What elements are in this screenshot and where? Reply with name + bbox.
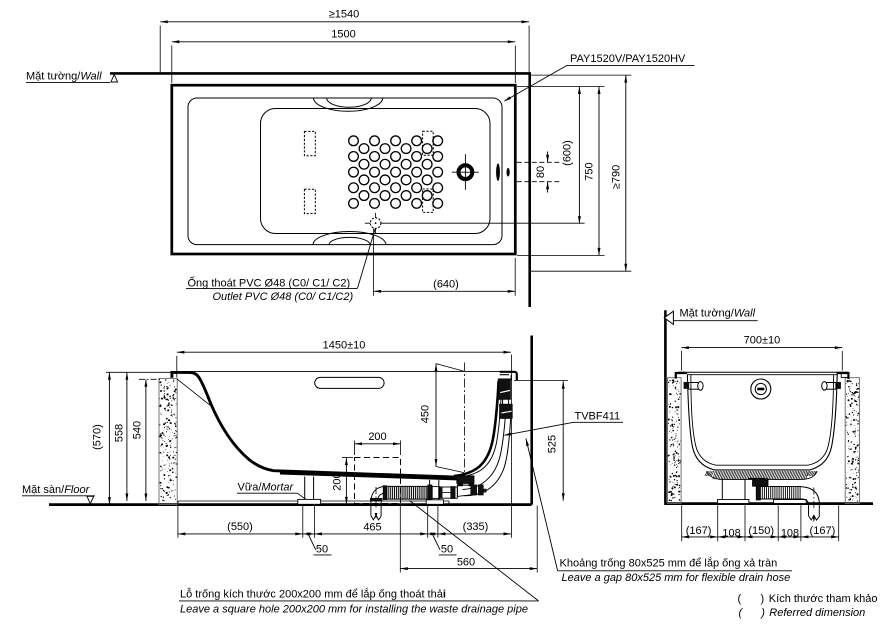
svg-text:Vữa/Mortar: Vữa/Mortar bbox=[238, 481, 295, 493]
svg-text:(570): (570) bbox=[92, 424, 104, 450]
svg-text:(335): (335) bbox=[463, 521, 489, 533]
svg-text:1450±10: 1450±10 bbox=[323, 339, 366, 351]
svg-text:Mặt tường/Wall: Mặt tường/Wall bbox=[680, 307, 756, 319]
svg-text:50: 50 bbox=[316, 544, 328, 556]
svg-text:700±10: 700±10 bbox=[744, 335, 781, 347]
svg-text:Lỗ trống kích thước 200x200 mm: Lỗ trống kích thước 200x200 mm để lắp ốn… bbox=[180, 587, 446, 600]
svg-text:(600): (600) bbox=[562, 140, 574, 166]
svg-text:): ) bbox=[759, 607, 765, 619]
svg-text:(167): (167) bbox=[810, 525, 836, 537]
svg-text:Mặt tường/Wall: Mặt tường/Wall bbox=[26, 70, 102, 82]
svg-text:1500: 1500 bbox=[331, 29, 355, 41]
svg-text:525: 525 bbox=[547, 435, 559, 453]
svg-text:Khoảng trống 80x525 mm để lắp: Khoảng trống 80x525 mm để lắp ống xả trà… bbox=[560, 556, 778, 569]
svg-text:200: 200 bbox=[332, 472, 344, 490]
svg-text:Ống thoát PVC Ø48 (C0/ C1/ C2): Ống thoát PVC Ø48 (C0/ C1/ C2) bbox=[188, 275, 351, 289]
svg-text:): ) bbox=[761, 593, 765, 605]
svg-text:80: 80 bbox=[535, 166, 547, 178]
svg-text:108: 108 bbox=[781, 527, 799, 539]
svg-text:Kích thước tham khảo: Kích thước tham khảo bbox=[769, 593, 878, 605]
svg-text:560: 560 bbox=[457, 556, 475, 568]
svg-text:(550): (550) bbox=[227, 521, 253, 533]
svg-text:Mặt sàn/Floor: Mặt sàn/Floor bbox=[22, 484, 91, 496]
svg-text:Outlet PVC Ø48 (C0/ C1/C2): Outlet PVC Ø48 (C0/ C1/C2) bbox=[213, 291, 354, 303]
svg-text:50: 50 bbox=[441, 544, 453, 556]
svg-text:Leave a square hole 200x200 m: Leave a square hole 200x200 mm for insta… bbox=[180, 603, 528, 615]
svg-text:(167): (167) bbox=[686, 525, 712, 537]
svg-text:(640): (640) bbox=[433, 279, 459, 291]
svg-text:PAY1520V/PAY1520HV: PAY1520V/PAY1520HV bbox=[570, 53, 686, 65]
svg-text:(: ( bbox=[739, 607, 744, 619]
svg-text:(150): (150) bbox=[748, 525, 774, 537]
svg-text:465: 465 bbox=[363, 522, 381, 534]
svg-text:Leave a gap 80x525 mm for flex: Leave a gap 80x525 mm for flexible drain… bbox=[562, 572, 791, 584]
svg-text:750: 750 bbox=[583, 162, 595, 180]
svg-text:108: 108 bbox=[722, 527, 740, 539]
svg-text:540: 540 bbox=[131, 421, 143, 439]
svg-text:TVBF411: TVBF411 bbox=[575, 411, 621, 423]
svg-text:200: 200 bbox=[368, 431, 386, 443]
svg-text:≥790: ≥790 bbox=[610, 165, 622, 189]
svg-text:≥1540: ≥1540 bbox=[329, 9, 360, 21]
svg-text:558: 558 bbox=[113, 424, 125, 442]
svg-text:Referred dimension: Referred dimension bbox=[769, 607, 865, 619]
svg-text:450: 450 bbox=[419, 405, 431, 423]
svg-text:(: ( bbox=[738, 593, 742, 605]
